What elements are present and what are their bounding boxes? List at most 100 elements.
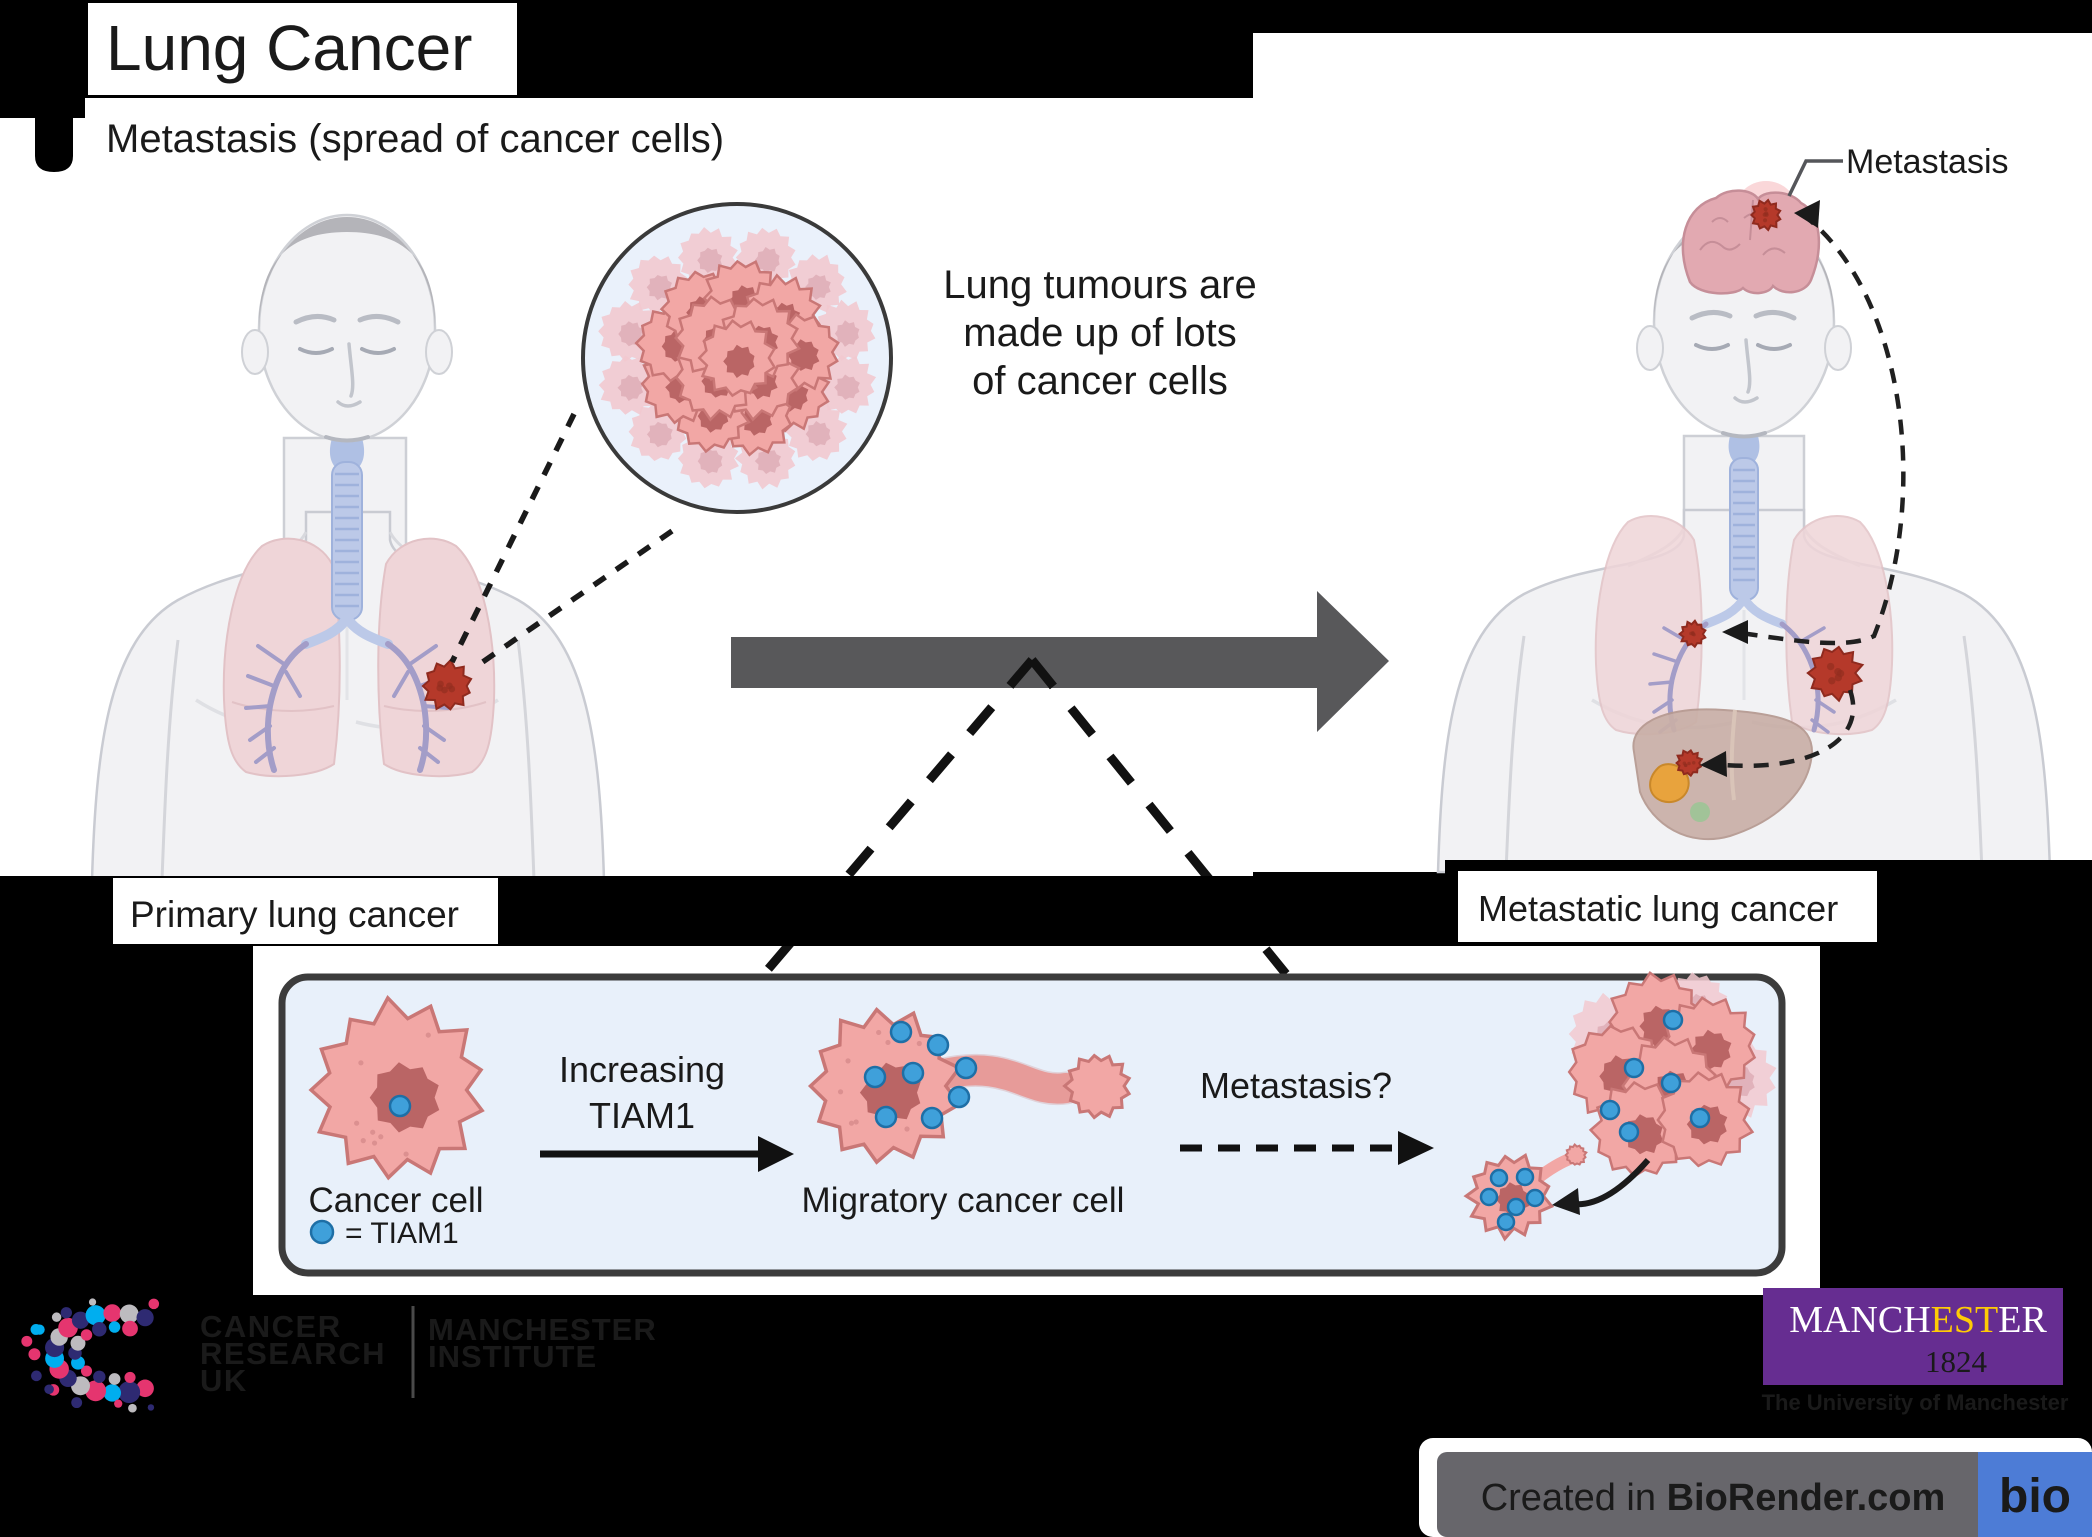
tiam1-dot-icon	[388, 1094, 412, 1118]
cruk-dot	[103, 1304, 122, 1322]
tumour-texture	[1826, 662, 1835, 671]
institute-wordmark: MANCHESTER INSTITUTE	[428, 1312, 657, 1374]
cell-speckle	[370, 1129, 376, 1135]
uom-part1: MANCH	[1789, 1299, 1930, 1341]
face-features	[1689, 310, 1797, 439]
inset-caption-line3: of cancer cells	[972, 359, 1228, 403]
title-box	[88, 3, 517, 95]
trachea	[1729, 457, 1759, 601]
cell-nucleus	[697, 247, 723, 273]
biorender-prefix: Created in	[1481, 1477, 1667, 1519]
tiam1-dot-icon	[1479, 1187, 1499, 1207]
inset-caption-line2: made up of lots	[963, 311, 1237, 355]
cruk-dot	[122, 1320, 138, 1337]
left-caption-box	[113, 878, 498, 944]
cell-nucleus	[723, 344, 755, 378]
cruk-dot	[51, 1312, 62, 1322]
tiam1-dot-icon	[863, 1065, 887, 1089]
increasing-label-line2: TIAM1	[589, 1095, 695, 1136]
cruk-dot	[60, 1307, 72, 1319]
uom-logo-box	[1763, 1288, 2063, 1385]
uom-year: 1824	[1925, 1344, 1988, 1379]
cell-speckle	[853, 1119, 859, 1125]
cruk-dot	[80, 1329, 93, 1341]
tiam1-dot-icon	[1506, 1197, 1526, 1217]
institute-line1: MANCHESTER	[428, 1312, 657, 1347]
larynx	[329, 438, 365, 468]
cruk-dot	[147, 1404, 155, 1411]
liver-ligament	[1729, 709, 1737, 801]
gallbladder	[1649, 763, 1690, 804]
cruk-dot	[108, 1373, 121, 1385]
inset-cell-cluster	[598, 227, 877, 490]
tiam1-dot-icon	[889, 1020, 913, 1044]
biorender-badge-grey	[1437, 1452, 1990, 1537]
cruk-dot	[85, 1380, 107, 1402]
arm-creases	[1504, 635, 1984, 873]
cruk-dot	[28, 1348, 41, 1361]
tumour-texture	[1692, 632, 1696, 637]
left-figure	[90, 213, 606, 882]
cell-speckle	[916, 1040, 922, 1047]
uom-tagline: The University of Manchester	[1762, 1390, 2069, 1415]
cruk-logo-icon	[21, 1298, 160, 1413]
university-of-manchester-logo: MANCHESTER 1824 The University of Manche…	[1762, 1288, 2069, 1415]
cruk-dot	[128, 1403, 137, 1413]
spread-dashed-paths	[1711, 212, 1906, 769]
cell-speckle	[837, 1089, 844, 1095]
tiam1-dot-icon	[1618, 1121, 1640, 1143]
cruk-dot	[70, 1335, 86, 1351]
big-arrow-icon	[731, 591, 1389, 732]
tiam1-arrow-head	[758, 1136, 794, 1172]
migratory-cell-label: Migratory cancer cell	[802, 1181, 1125, 1220]
face-features	[293, 314, 401, 443]
tiam1-dot-icon	[926, 1033, 950, 1057]
tiam1-legend-label: = TIAM1	[345, 1217, 459, 1250]
header: Lung Cancer Metastasis (spread of cancer…	[35, 3, 724, 172]
tumour-inset: Lung tumours are made up of lots of canc…	[449, 202, 1257, 671]
cruk-dot	[108, 1321, 121, 1333]
tumour-texture	[1763, 207, 1768, 212]
detach-arrow-head	[1552, 1188, 1580, 1215]
cell-speckle	[360, 1138, 366, 1144]
cruk-dot	[30, 1323, 42, 1335]
tumour-texture	[1687, 761, 1691, 766]
tumour-texture	[1834, 668, 1842, 676]
cell-nucleus	[754, 448, 781, 474]
bile-structure	[1690, 802, 1710, 822]
cell-nucleus	[754, 247, 780, 274]
metastasis-pointer-line	[1787, 159, 1843, 197]
spread-arrowheads	[1700, 200, 1820, 777]
panel-illustrations	[308, 971, 1777, 1245]
cruk-dot	[103, 1384, 121, 1402]
cruk-dot	[114, 1399, 123, 1408]
cruk-line3: UK	[200, 1363, 248, 1398]
tiam1-dot-icon	[1515, 1167, 1535, 1187]
right-ear	[425, 329, 453, 375]
biorender-badge: Created in BioRender.com bio	[1419, 1438, 2092, 1537]
cell-nucleus	[617, 374, 644, 401]
cruk-dot	[136, 1309, 154, 1327]
tiam1-dot-icon	[1662, 1009, 1684, 1031]
cruk-dot	[44, 1384, 54, 1395]
brain	[1681, 189, 1821, 295]
cell-speckle	[354, 1120, 360, 1126]
right-arm-crease	[516, 639, 536, 881]
tiam1-dot-icon	[1623, 1057, 1645, 1079]
cruk-dot	[88, 1298, 97, 1306]
bronchial-tree	[244, 641, 450, 773]
tiam1-dot-icon	[1525, 1188, 1545, 1208]
larynx	[1728, 436, 1760, 462]
tumour-texture	[446, 682, 453, 690]
page-title: Lung Cancer	[106, 12, 472, 84]
cruk-dot	[21, 1335, 33, 1347]
tiam1-dot-icon	[1496, 1212, 1516, 1232]
tumour-texture	[436, 684, 444, 692]
cell-shape	[1564, 1142, 1588, 1166]
zoom-dotted-lines	[449, 412, 674, 671]
right-lung	[1785, 515, 1894, 736]
right-caption-box	[1458, 871, 1877, 942]
tumour-texture	[1689, 631, 1693, 636]
